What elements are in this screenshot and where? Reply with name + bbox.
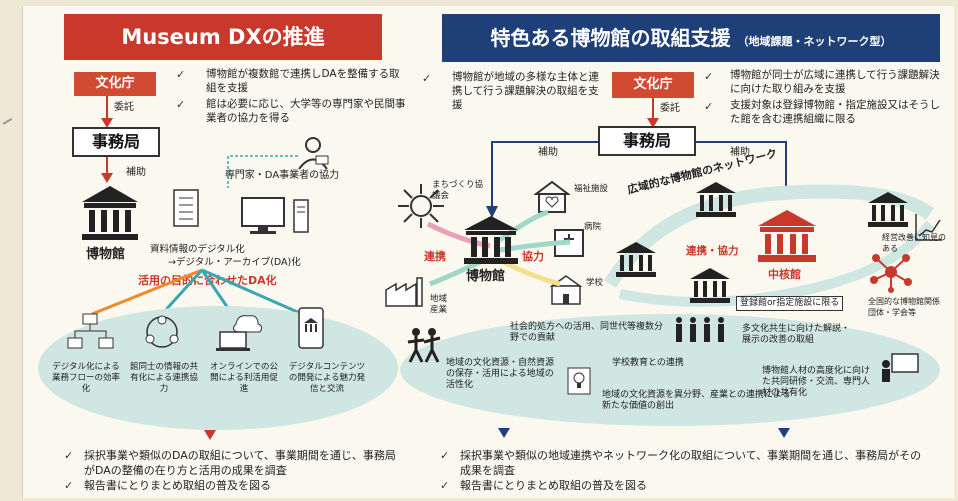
chiiki-sangyo-label: 地域産業 [430,294,448,315]
smartphone-museum-icon [298,307,324,349]
right-title-sub: （地域課題・ネットワーク型） [737,35,892,48]
workflow-icon [67,313,114,349]
touroku-note: 登録館or指定施設に限る [736,296,844,311]
community-council-icon [398,184,444,228]
right-bullet-bottom-1: 採択事業や類似の地域連携やネットワーク化の取組について、事業期間を通じ、事務局が… [460,449,922,477]
growth-chart-icon [915,214,942,241]
museum-building-icon [82,186,138,240]
right-bottom-arrowhead-right [778,428,790,438]
left-itaku-label: 委託 [114,102,134,113]
fukushi-label: 福祉施設 [574,184,609,194]
left-bullet-top-2: 館は必要に応じ、大学等の専門家や民間事業者の協力を得る [206,98,406,124]
archive-label: →デジタル・アーカイブ(DA)化 [168,257,301,268]
left-check-4: ✓ [64,479,74,492]
right-check-4: ✓ [440,449,450,462]
right-outcome-5: 地域の文化資源を異分野、産業との連携による新たな価値の創出 [602,390,791,411]
school-icon [549,275,583,305]
left-bottom-arrowhead [204,430,216,440]
left-itaku-arrowhead [101,118,113,128]
right-check-2: ✓ [704,70,714,83]
member-museum-1-icon [616,242,656,277]
expert-label: 専門家・DA事業者の協力 [224,170,340,181]
left-bullet-bottom-1: 採択事業や類似のDAの取組について、事業期間を通じ、事務局がDAの整備の在り方と… [84,449,396,477]
right-hojo-left-label: 補助 [538,147,558,158]
right-outcome-3: 地域の文化資源・自然資源の保存・活用による地域の活性化 [446,358,555,390]
expert-dotted-connector [227,155,298,188]
left-bunkacho-box: 文化庁 [74,72,156,96]
server-tower-icon [293,199,309,233]
purpose-label: 活用の目的に合わせたDA化 [138,274,277,287]
core-museum-icon [758,210,816,262]
right-outcome-4: 学校教育との連携 [612,358,684,368]
right-check-5: ✓ [440,479,450,492]
org-network-icon [870,254,912,293]
byoin-label: 病院 [584,222,602,232]
left-outcome-2: 館同士の情報の共有化による連携協力 [129,362,198,394]
member-museum-2-icon [696,182,736,217]
network-people-icon [145,315,179,348]
right-bottom-arrowhead-left [498,428,510,438]
right-outcome-6: 博物館人材の高度化に向けた共同研修・交流、専門人材の共有化 [762,366,871,398]
right-check-1: ✓ [422,72,432,85]
left-outcome-4: デジタルコンテンツの開発による魅力発信と交流 [288,362,366,394]
digitize-label: 資料情報のデジタル化 [150,244,245,255]
welfare-facility-icon [534,180,570,213]
factory-icon [385,277,423,307]
gakko-label: 学校 [586,278,604,288]
side-check-mark [2,118,16,130]
left-check-2: ✓ [176,98,186,111]
left-outcome-ellipse [38,306,398,430]
renkei-label: 連携 [424,250,446,263]
kyoryoku-label: 協力 [522,250,544,263]
left-jimukyoku-box: 事務局 [72,127,160,157]
right-bullet-right-1: 博物館が同士が広域に連携して行う課題解決に向けた取り組みを支援 [730,69,940,95]
group-people-icon [676,317,724,342]
left-check-1: ✓ [176,68,186,81]
right-bullet-bottom-2: 報告書にとりまとめ取組の普及を図る [460,479,647,492]
left-hojo-arrow [106,157,108,175]
right-itaku-arrowhead [647,118,659,128]
member-museum-4-icon [868,192,908,227]
presentation-icon [882,353,919,382]
right-bullet-right-2: 支援対象は登録博物館・指定施設又はそうした館を含む連携組織に限る [730,99,940,125]
left-outcome-1: デジタル化による業務フローの効率化 [51,362,120,394]
chukakukan-label: 中核館 [768,268,801,281]
left-bullet-top-1: 博物館が複数館で連携しDAを整備する取組を支援 [206,68,400,94]
left-fan-arrows [91,268,303,316]
document-icon [173,189,199,227]
member-museum-3-icon [690,268,730,303]
right-outcome-2: 多文化共生に向けた解説・展示の改善の取組 [742,324,851,345]
right-itaku-arrow [652,98,654,120]
machizukuri-label: まちづくり協議会 [432,180,484,201]
renkei-kyoryoku-label: 連携・協力 [686,245,739,257]
lightbulb-icon [567,367,591,395]
right-check-3: ✓ [704,100,714,113]
left-panel-title: Museum DXの推進 [64,14,382,60]
right-bunkacho-box: 文化庁 [612,72,694,98]
dancing-people-icon [407,328,441,363]
right-hakubutsukan-label: 博物館 [466,269,506,284]
computer-monitor-icon [241,197,285,234]
right-itaku-label: 委託 [660,103,680,114]
zenkoku-label: 全国的な博物館関係団体・学会等 [868,297,940,317]
right-hojo-right-label: 補助 [730,147,750,158]
right-outcome-ellipse [400,314,940,426]
right-museum-building-icon [464,216,518,264]
right-jimukyoku-box: 事務局 [598,126,696,156]
keiei-label: 経営改善に知見のある [882,233,946,253]
left-check-3: ✓ [64,449,74,462]
right-title-main: 特色ある博物館の取組支援 [490,26,731,50]
left-hojo-label: 補助 [126,167,146,178]
right-panel-title: 特色ある博物館の取組支援 （地域課題・ネットワーク型） [442,14,940,62]
cloud-laptop-icon [216,315,263,351]
right-outcome-1: 社会的処方への活用、同世代等複数分野での貢献 [510,322,664,343]
left-hojo-arrowhead [101,173,113,183]
left-itaku-arrow [106,96,108,120]
left-bullet-bottom-2: 報告書にとりまとめ取組の普及を図る [84,479,271,492]
left-outcome-3: オンラインでの公開による利活用促進 [209,362,278,394]
expert-person-icon [298,137,329,170]
right-bullet-left: 博物館が地域の多様な主体と連携して行う課題解決の取組を支援 [452,71,599,111]
left-hakubutsukan-label: 博物館 [86,247,126,262]
